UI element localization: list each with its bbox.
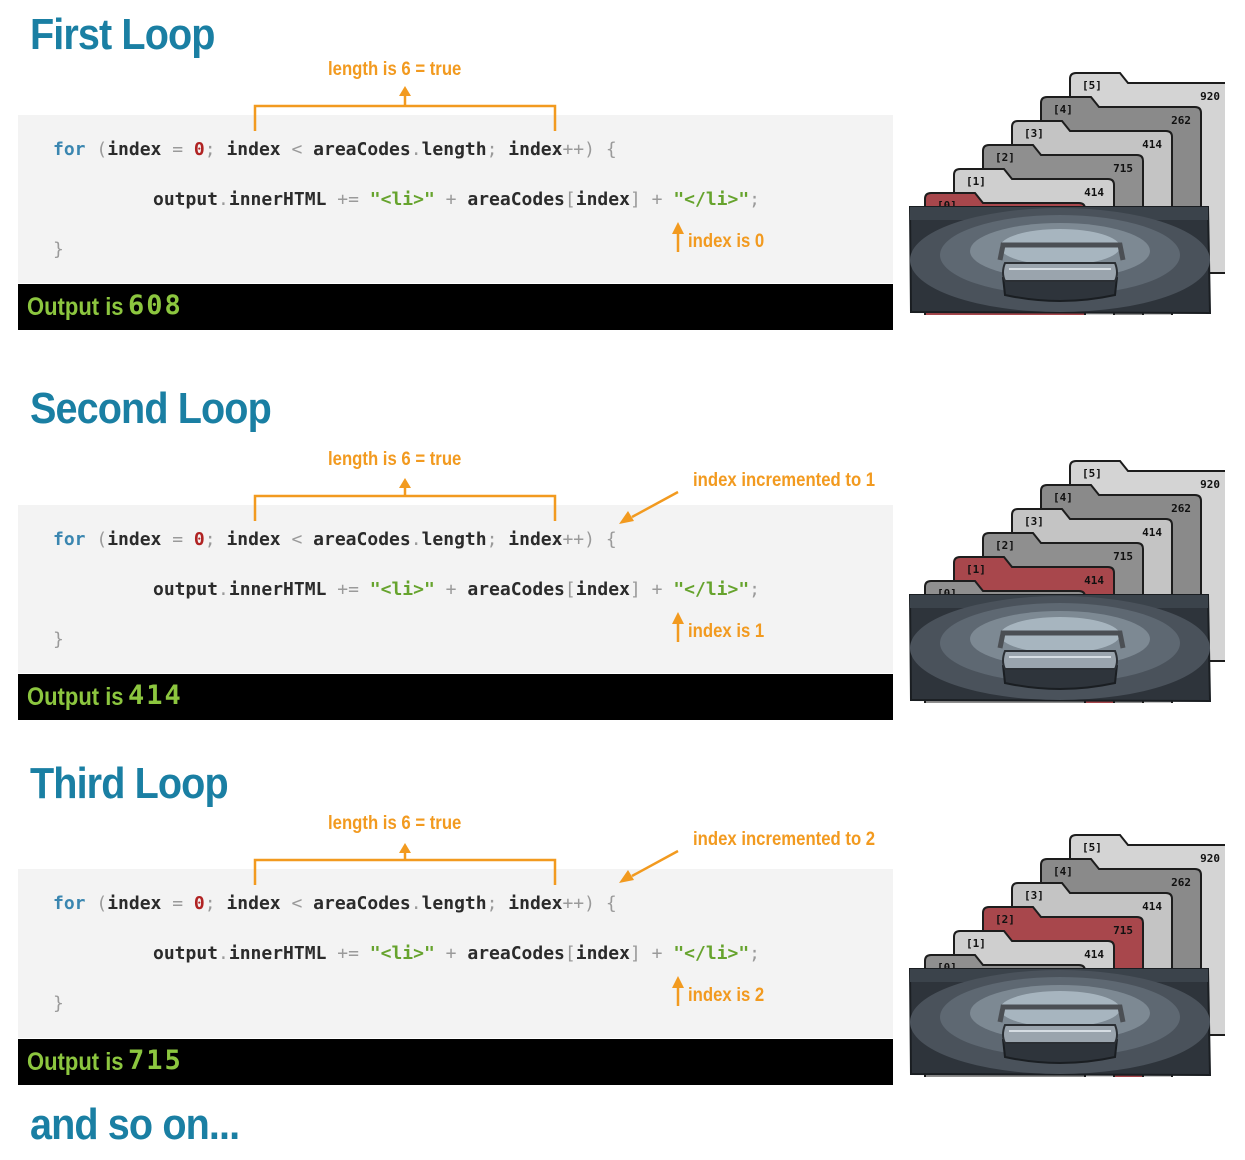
folder-index-label: [3] (1024, 127, 1044, 140)
code-panel: for (index = 0; index < areaCodes.length… (18, 505, 893, 673)
folder-index-label: [5] (1082, 841, 1102, 854)
folder-index-label: [1] (966, 175, 986, 188)
increment-note: index incremented to 1 (693, 470, 876, 491)
increment-arrow-stem (631, 490, 679, 519)
increment-arrow-head (619, 870, 634, 883)
index-arrow-head (672, 976, 684, 988)
folder-value: 414 (1084, 948, 1104, 961)
code-line-close: } (53, 629, 64, 650)
output-value: 414 (128, 680, 183, 711)
card-file-drawer: [5]920[4]262[3]414[2]715[1]414[0]608 (908, 460, 1225, 703)
condition-bracket (253, 104, 557, 131)
condition-note: length is 6 = true (328, 449, 462, 470)
card-file-drawer: [5]920[4]262[3]414[2]715[1]414[0]608 (908, 72, 1225, 315)
annotation-lines (253, 86, 684, 252)
condition-bracket (253, 494, 557, 521)
code-line-for: for (index = 0; index < areaCodes.length… (53, 139, 617, 160)
and-so-on-caption: and so on... (30, 1100, 240, 1149)
index-note: index is 0 (688, 231, 765, 252)
folder-index-label: [4] (1053, 491, 1073, 504)
loop-title: Second Loop (30, 384, 272, 433)
folder-value: 920 (1200, 852, 1220, 865)
code-line-close: } (53, 993, 64, 1014)
annotation-lines (253, 843, 684, 1006)
folder-index-label: [2] (995, 151, 1015, 164)
folder-index-label: [2] (995, 913, 1015, 926)
folder-value: 414 (1142, 900, 1162, 913)
condition-bracket (253, 858, 557, 885)
folder-value: 262 (1171, 114, 1191, 127)
index-note: index is 1 (688, 621, 765, 642)
folder-index-label: [4] (1053, 103, 1073, 116)
index-arrow-head (672, 612, 684, 624)
output-label: Output is (27, 293, 124, 321)
code-line-for: for (index = 0; index < areaCodes.length… (53, 529, 617, 550)
folder-index-label: [3] (1024, 889, 1044, 902)
code-line-close: } (53, 239, 64, 260)
loop-section-2: Second Loop for (index = 0; index < area… (0, 380, 1245, 720)
index-note: index is 2 (688, 985, 765, 1006)
loop-title: Third Loop (30, 759, 229, 808)
increment-arrow-stem (631, 849, 679, 878)
folder-index-label: [2] (995, 539, 1015, 552)
code-line-body: output.innerHTML += "<li>" + areaCodes[i… (153, 579, 761, 600)
folder-value: 715 (1113, 924, 1133, 937)
output-bar: Output is 414 (18, 674, 893, 720)
increment-arrow-head (619, 511, 634, 524)
condition-arrow-head (399, 86, 411, 96)
increment-note: index incremented to 2 (693, 829, 876, 850)
folder-value: 414 (1084, 186, 1104, 199)
folder-value: 414 (1142, 138, 1162, 151)
code-line-body: output.innerHTML += "<li>" + areaCodes[i… (153, 943, 761, 964)
condition-note: length is 6 = true (328, 59, 462, 80)
drawer-handle (997, 630, 1126, 670)
folder-index-label: [1] (966, 937, 986, 950)
output-value: 608 (128, 290, 183, 321)
card-file-drawer: [5]920[4]262[3]414[2]715[1]414[0]608 (908, 834, 1225, 1077)
drawer-box (908, 968, 1212, 1077)
loop-section-3: Third Loop for (index = 0; index < areaC… (0, 745, 1245, 1085)
code-line-for: for (index = 0; index < areaCodes.length… (53, 893, 617, 914)
folder-index-label: [5] (1082, 79, 1102, 92)
drawer-handle (997, 242, 1126, 282)
output-label: Output is (27, 1048, 124, 1076)
folder-value: 414 (1084, 574, 1104, 587)
folder-value: 262 (1171, 502, 1191, 515)
code-line-body: output.innerHTML += "<li>" + areaCodes[i… (153, 189, 761, 210)
condition-arrow-head (399, 478, 411, 488)
index-arrow-head (672, 222, 684, 234)
folder-index-label: [4] (1053, 865, 1073, 878)
loop-title: First Loop (30, 10, 215, 59)
folder-value: 262 (1171, 876, 1191, 889)
drawer-box (908, 594, 1212, 703)
drawer-handle (997, 1004, 1126, 1044)
code-panel: for (index = 0; index < areaCodes.length… (18, 869, 893, 1038)
output-label: Output is (27, 683, 124, 711)
drawer-box (908, 206, 1212, 315)
annotation-lines (253, 478, 684, 642)
folder-value: 920 (1200, 90, 1220, 103)
condition-note: length is 6 = true (328, 813, 462, 834)
folder-value: 715 (1113, 162, 1133, 175)
folder-value: 920 (1200, 478, 1220, 491)
output-bar: Output is 715 (18, 1039, 893, 1085)
loop-section-1: First Loop for (index = 0; index < areaC… (0, 0, 1245, 340)
folder-value: 414 (1142, 526, 1162, 539)
folder-value: 715 (1113, 550, 1133, 563)
code-panel: for (index = 0; index < areaCodes.length… (18, 115, 893, 283)
folder-index-label: [3] (1024, 515, 1044, 528)
folder-index-label: [5] (1082, 467, 1102, 480)
folder-index-label: [1] (966, 563, 986, 576)
condition-arrow-head (399, 843, 411, 853)
output-bar: Output is 608 (18, 284, 893, 330)
output-value: 715 (128, 1045, 183, 1076)
